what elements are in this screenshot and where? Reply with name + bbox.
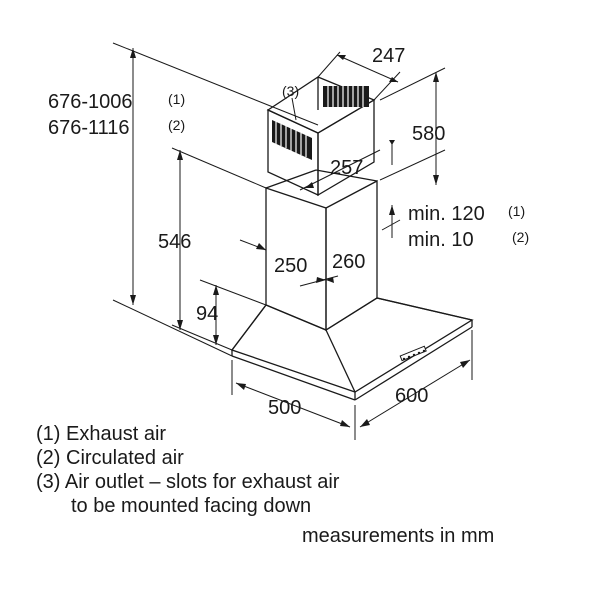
air-outlet-slots-right: [323, 86, 369, 107]
label-hood-width: 600: [395, 385, 428, 407]
canopy: [230, 297, 474, 401]
legend-air-outlet: (3) Air outlet – slots for exhaust air: [36, 471, 340, 493]
label-chimney-depth-bottom: 260: [332, 251, 365, 273]
label-min-circulated-ref: (2): [512, 229, 529, 245]
lower-chimney: [265, 169, 378, 332]
legend-circulated-air: (2) Circulated air: [36, 447, 184, 469]
label-min-exhaust: min. 120: [408, 203, 485, 225]
units-note: measurements in mm: [302, 525, 495, 547]
label-chimney-width-top: 247: [372, 45, 405, 67]
air-outlet-slots-left: [272, 120, 312, 160]
label-chimney-width: 250: [274, 255, 307, 277]
legend-exhaust-air: (1) Exhaust air: [36, 423, 167, 445]
dimension-lines: [112, 42, 473, 440]
legend-air-outlet-cont: to be mounted facing down: [71, 495, 312, 517]
label-chimney-height: 580: [412, 123, 445, 145]
label-total-height-1: 676-1006: [48, 91, 133, 113]
label-min-circulated: min. 10: [408, 229, 474, 251]
label-hood-depth: 500: [268, 397, 301, 419]
label-outlet-ref: (3): [282, 83, 299, 99]
label-total-height-1-ref: (1): [168, 91, 185, 107]
label-total-height-2-ref: (2): [168, 117, 185, 133]
label-chimney-depth: 257: [330, 157, 363, 179]
label-min-exhaust-ref: (1): [508, 203, 525, 219]
label-total-height-2: 676-1116: [48, 117, 130, 139]
label-canopy-height: 94: [196, 303, 218, 325]
label-hood-body-height: 546: [158, 231, 191, 253]
